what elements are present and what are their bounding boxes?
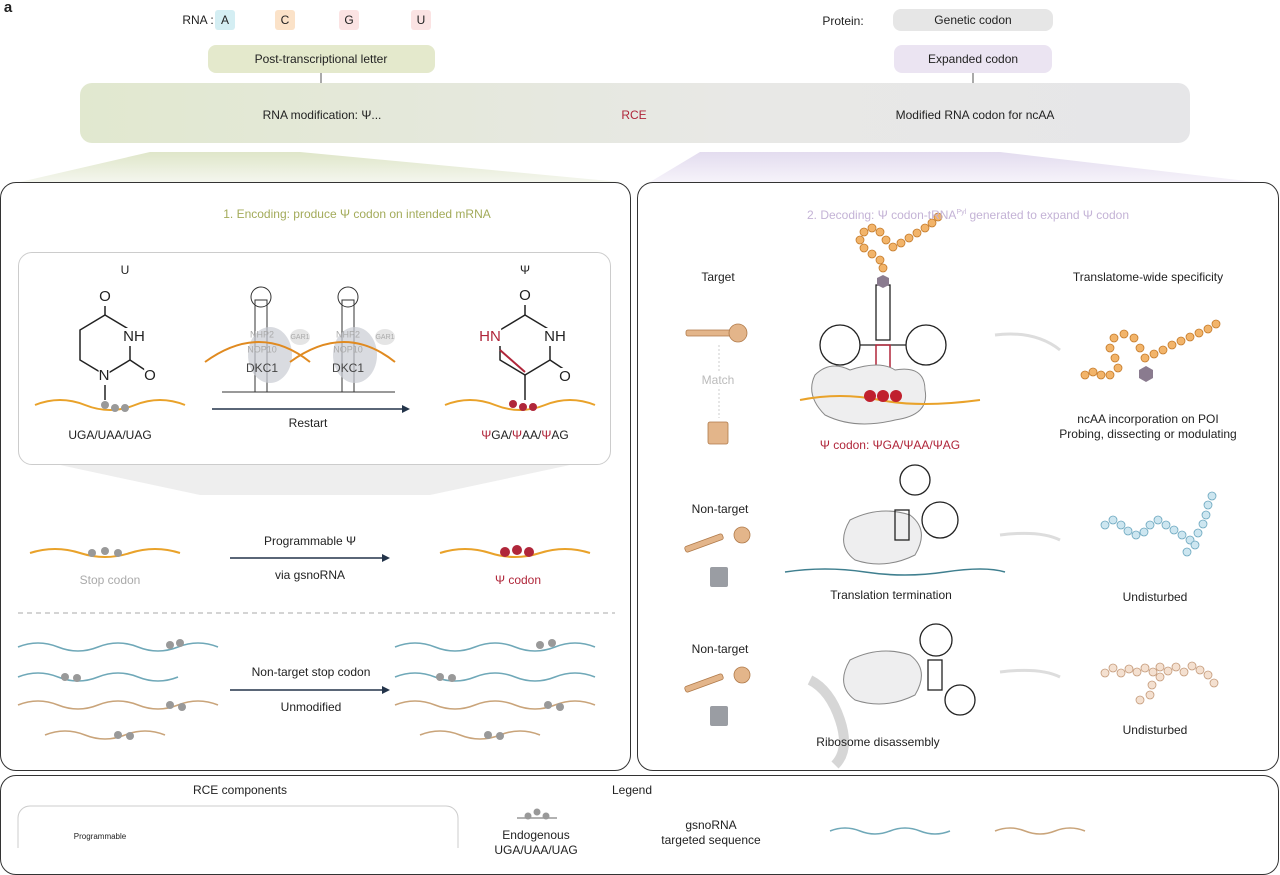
rce-components-title: RCE components <box>192 782 288 797</box>
non-target-stop-label: Non-target stop codon <box>251 664 371 679</box>
bar-rna-modification: RNA modification: Ψ... <box>262 107 382 122</box>
expanded-codon: Expanded codon <box>927 51 1019 66</box>
encoding-panel <box>0 182 631 771</box>
nhp2-label: NHP2 <box>249 329 275 340</box>
legend-title: Legend <box>611 782 653 797</box>
psi-codon-tRNA-label: Ψ codon: ΨGA/ΨAA/ΨAG <box>819 437 961 452</box>
codon-rest: AA/ <box>522 427 542 442</box>
protein-label: Protein: <box>822 13 864 28</box>
chem-o: O <box>144 367 156 385</box>
via-gsnorna-label: via gsnoRNA <box>274 567 346 582</box>
chem-o: O <box>519 287 531 305</box>
nhp2-label: NHP2 <box>335 329 361 340</box>
concept-bar <box>80 83 1190 143</box>
stop-codon-label: Stop codon <box>79 572 141 587</box>
probing-label: Probing, dissecting or modulating <box>1059 426 1237 441</box>
nop10-label: NOP10 <box>333 344 363 355</box>
post-transcriptional-letter: Post-transcriptional letter <box>254 51 388 66</box>
decoding-title-sup: Pyl <box>956 208 967 216</box>
non-target-label-1: Non-target <box>691 501 749 516</box>
bar-rce: RCE <box>621 107 647 122</box>
psi-codons: ΨGA/ΨAA/ΨAG <box>481 428 568 442</box>
gar1-label: GAR1 <box>290 333 310 341</box>
chem-hn: HN <box>479 328 501 346</box>
rna-letter-u: U <box>411 10 431 30</box>
target-label: Target <box>701 269 735 284</box>
psi-symbol: Ψ <box>511 427 523 442</box>
psi-codon-label: Ψ codon <box>494 572 542 587</box>
uridine-label: U <box>120 262 130 277</box>
rna-letter-a: A <box>215 10 235 30</box>
decoding-title-main: 2. Decoding: Ψ codon-tRNA <box>807 207 957 222</box>
non-target-label-2: Non-target <box>691 641 749 656</box>
translation-termination: Translation termination <box>830 587 952 602</box>
rna-label: RNA : <box>182 12 214 27</box>
rna-letter-g: G <box>339 10 359 30</box>
u-stop-codons: UGA/UAA/UAG <box>68 427 152 442</box>
psi-symbol: Ψ <box>481 427 492 442</box>
chem-o: O <box>559 368 571 386</box>
legend-endogenous-codons: UGA/UAA/UAG <box>494 842 578 857</box>
dkc1-label: DKC1 <box>245 360 279 375</box>
chem-nh: NH <box>123 328 145 346</box>
chem-n: N <box>98 367 110 385</box>
genetic-codon-label: Genetic codon <box>934 12 1012 27</box>
encoding-mechanism-box <box>18 252 611 465</box>
unmodified-label: Unmodified <box>280 699 342 714</box>
restart-label: Restart <box>288 415 328 430</box>
match-label: Match <box>701 372 735 388</box>
codon-rest: GA/ <box>491 427 512 442</box>
figure-label: a <box>3 0 13 16</box>
legend-targeted-sequence: targeted sequence <box>661 832 761 847</box>
decoding-title: 2. Decoding: Ψ codon-tRNAPyl generated t… <box>807 208 1129 222</box>
diagram-graphics <box>17 72 1255 848</box>
undisturbed-label-2: Undisturbed <box>1122 722 1188 737</box>
decoding-panel <box>637 182 1279 771</box>
nop10-label: NOP10 <box>247 344 277 355</box>
ribosome-disassembly: Ribosome disassembly <box>816 734 940 749</box>
rna-letter-c: C <box>275 10 295 30</box>
programmable-label: Programmable <box>73 832 127 842</box>
gar1-label: GAR1 <box>375 333 395 341</box>
ncaa-incorporation: ncAA incorporation on POI <box>1077 411 1219 426</box>
legend-endogenous: Endogenous <box>502 827 570 842</box>
translatome-label: Translatome-wide specificity <box>1072 269 1224 284</box>
codon-rest: AG <box>551 427 569 442</box>
psi-symbol: Ψ <box>541 427 552 442</box>
encoding-title: 1. Encoding: produce Ψ codon on intended… <box>223 206 491 221</box>
dkc1-label: DKC1 <box>331 360 365 375</box>
programmable-psi-label: Programmable Ψ <box>263 533 357 548</box>
chem-o: O <box>99 288 111 306</box>
undisturbed-label-1: Undisturbed <box>1122 589 1188 604</box>
pseudouridine-label: Ψ <box>519 262 531 277</box>
decoding-title-end: generated to expand Ψ codon <box>966 207 1130 222</box>
bar-modified-codon: Modified RNA codon for ncAA <box>895 107 1055 122</box>
legend-gsnorna: gsnoRNA <box>685 817 737 832</box>
peptide-chain-target <box>855 212 943 273</box>
chem-nh: NH <box>544 328 566 346</box>
